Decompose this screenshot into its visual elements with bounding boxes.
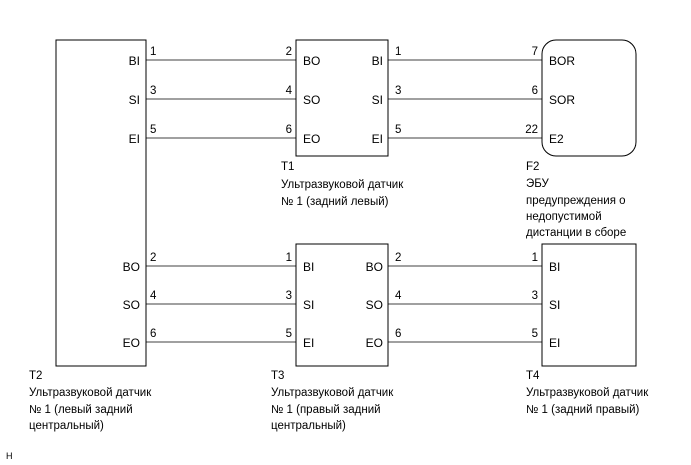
t2-caption-line: центральный) (29, 420, 104, 432)
t1-id: T1 (281, 161, 294, 173)
component-f2-box (541, 39, 637, 157)
t2-terminal-eo: EO (123, 336, 140, 350)
t3-terminal-bi: BI (303, 260, 314, 274)
t3-caption-line: № 1 (правый задний (271, 404, 381, 416)
t1-caption-line: Ультразвуковой датчик (281, 179, 404, 191)
t2-id: T2 (29, 370, 42, 382)
pin-number: 4 (150, 290, 157, 302)
t1-terminal-si: SI (372, 93, 383, 107)
pin-number: 5 (395, 124, 401, 136)
component-t1-box (295, 39, 389, 157)
t3-terminal-so: SO (366, 298, 383, 312)
pin-number: 4 (395, 290, 402, 302)
t3-terminal-bo: BO (366, 260, 383, 274)
t3-caption-line: центральный) (271, 420, 346, 432)
pin-number: 1 (532, 252, 538, 264)
t2-caption-line: № 1 (левый задний (29, 404, 133, 416)
t4-terminal-ei: EI (549, 336, 560, 350)
pin-number: 2 (395, 252, 401, 264)
t4-id: T4 (526, 370, 540, 382)
t2-terminal-so: SO (123, 298, 140, 312)
pin-number: 1 (395, 46, 401, 58)
t4-terminal-bi: BI (549, 260, 560, 274)
f2-caption-line: ЭБУ (526, 178, 550, 190)
t4-terminal-si: SI (549, 298, 560, 312)
pin-number: 3 (150, 85, 156, 97)
pin-number: 5 (150, 124, 156, 136)
pin-number: 2 (150, 252, 156, 264)
t1-caption-line: № 1 (задний левый) (281, 196, 389, 208)
pin-number: 7 (532, 46, 538, 58)
f2-caption-line: дистанции в сборе (526, 227, 626, 239)
pin-number: 1 (286, 252, 292, 264)
pin-number: 5 (532, 328, 538, 340)
pin-number: 6 (532, 85, 538, 97)
pin-number: 6 (286, 124, 292, 136)
t2-terminal-bo: BO (123, 260, 140, 274)
pin-number: 22 (525, 124, 538, 136)
component-t4-box (541, 243, 637, 367)
pin-number: 3 (532, 290, 538, 302)
f2-terminal-sor: SOR (549, 93, 575, 107)
t3-terminal-si: SI (303, 298, 314, 312)
t3-terminal-ei: EI (303, 336, 314, 350)
t1-terminal-eo: EO (303, 132, 320, 146)
pin-number: 3 (286, 290, 292, 302)
t3-caption-line: Ультразвуковой датчик (271, 387, 394, 399)
t2-caption-line: Ультразвуковой датчик (29, 387, 152, 399)
component-t3-box (295, 243, 389, 367)
t2-terminal-si: SI (129, 93, 140, 107)
pin-number: 2 (286, 46, 292, 58)
pin-number: 6 (150, 328, 156, 340)
pin-number: 5 (286, 328, 292, 340)
t1-terminal-bi: BI (372, 54, 383, 68)
f2-terminal-e2: E2 (549, 132, 564, 146)
f2-id: F2 (526, 161, 539, 173)
t1-terminal-bo: BO (303, 54, 320, 68)
t3-terminal-eo: EO (366, 336, 383, 350)
pin-number: 4 (286, 85, 293, 97)
t4-caption-line: № 1 (задний правый) (526, 404, 640, 416)
t3-id: T3 (271, 370, 284, 382)
pin-number: 3 (395, 85, 401, 97)
pin-number: 6 (395, 328, 401, 340)
f2-terminal-bor: BOR (549, 54, 575, 68)
f2-caption-line: предупреждения о (526, 195, 626, 207)
pin-number: 1 (150, 46, 156, 58)
t1-terminal-so: SO (303, 93, 320, 107)
t2-terminal-bi: BI (129, 54, 140, 68)
t1-terminal-ei: EI (372, 132, 383, 146)
t2-terminal-ei: EI (129, 132, 140, 146)
footer-mark: H (6, 451, 13, 461)
f2-caption-line: недопустимой (526, 211, 602, 223)
component-t2-box (55, 39, 147, 367)
t4-caption-line: Ультразвуковой датчик (526, 387, 649, 399)
